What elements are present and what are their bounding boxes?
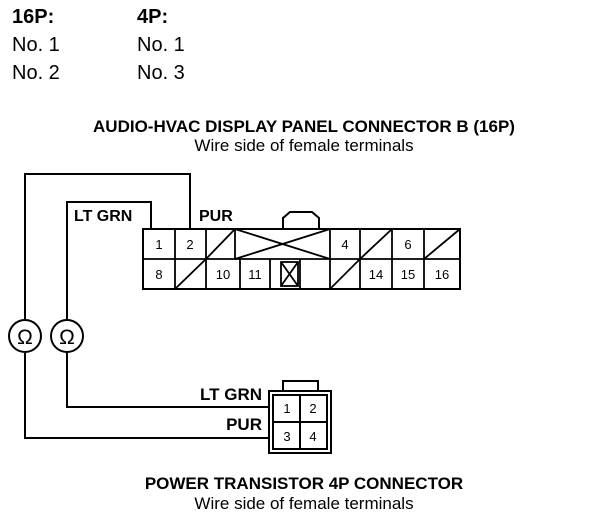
wire-label-lt-grn: LT GRN bbox=[74, 208, 132, 225]
pin-4p-row1: No. 1 bbox=[137, 34, 185, 56]
pin-16p-row2: No. 2 bbox=[12, 62, 60, 84]
pur-wire-lower bbox=[24, 352, 269, 439]
pin-16p-row1: No. 1 bbox=[12, 34, 60, 56]
pin-15: 15 bbox=[401, 267, 415, 282]
ohmmeter-lt-grn: Ω bbox=[50, 319, 84, 353]
pin-16: 16 bbox=[435, 267, 449, 282]
pin-4p-row2: No. 3 bbox=[137, 62, 185, 84]
ohm-icon: Ω bbox=[17, 326, 33, 349]
connector-4p-subtitle: Wire side of female terminals bbox=[194, 494, 414, 513]
pin-4p-1: 1 bbox=[283, 401, 290, 416]
pin-reference-table: 16P: 4P: No. 1 No. 1 No. 2 No. 3 bbox=[12, 3, 185, 87]
lt-grn-wire-lower bbox=[66, 352, 269, 408]
pin-2: 2 bbox=[186, 237, 193, 252]
connector-b-subtitle: Wire side of female terminals bbox=[194, 136, 414, 155]
pin-14: 14 bbox=[369, 267, 383, 282]
connector-4p-body bbox=[268, 380, 332, 454]
wire-label-pur-4p: PUR bbox=[226, 415, 262, 434]
pin-1: 1 bbox=[155, 237, 162, 252]
ohmmeter-pur: Ω bbox=[8, 319, 42, 353]
pin-10: 10 bbox=[216, 267, 230, 282]
pin-8: 8 bbox=[155, 267, 162, 282]
header-4p: 4P: bbox=[137, 6, 169, 28]
pin-4p-3: 3 bbox=[283, 429, 290, 444]
pur-wire bbox=[24, 173, 191, 320]
connector-b-grid bbox=[143, 228, 461, 290]
lt-grn-wire bbox=[66, 201, 152, 320]
connector-4p-title: POWER TRANSISTOR 4P CONNECTOR bbox=[144, 474, 464, 493]
ohm-icon: Ω bbox=[59, 326, 75, 349]
pin-6: 6 bbox=[404, 237, 411, 252]
wire-label-lt-grn-4p: LT GRN bbox=[200, 385, 262, 404]
pin-11: 11 bbox=[248, 267, 262, 282]
pin-4p-4: 4 bbox=[309, 429, 316, 444]
pin-4p-2: 2 bbox=[309, 401, 316, 416]
connector-b-title: AUDIO-HVAC DISPLAY PANEL CONNECTOR B (16… bbox=[93, 117, 515, 136]
pin-4: 4 bbox=[341, 237, 348, 252]
header-16p: 16P: bbox=[12, 6, 55, 28]
wire-label-pur: PUR bbox=[199, 208, 233, 225]
